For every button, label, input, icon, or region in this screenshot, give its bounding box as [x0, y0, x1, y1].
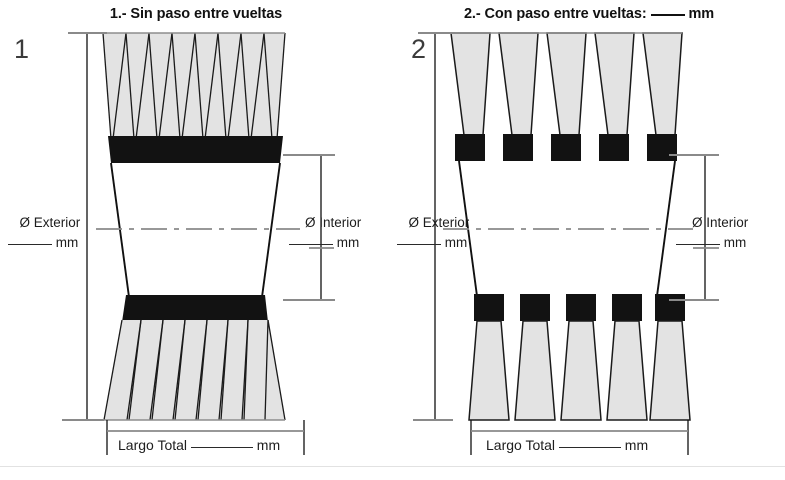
panel-1-exterior-unit: mm [55, 234, 79, 250]
panel-2-interior-dimension [669, 154, 719, 301]
panel-2-length-name: Largo Total [486, 437, 556, 453]
panel-1-left-dimension [62, 32, 107, 421]
panel-2-upper-end-blocks [455, 134, 677, 161]
panel-2-title: 2.- Con paso entre vueltas: mm [393, 6, 785, 22]
panel-1-interior-label: Ø Interior mm [289, 213, 361, 252]
panel-1-lower-end-block [122, 295, 268, 322]
footer-divider [0, 466, 785, 467]
panel-2-interior-blank[interactable] [676, 243, 720, 245]
panel-1-length-dimension [106, 420, 305, 455]
panel-2-interior-name: Ø Interior [691, 215, 749, 230]
panel-2-exterior-name: Ø Exterior [408, 215, 470, 230]
panel-2-title-suffix: mm [688, 6, 715, 22]
spring-diagram-panel-2: 2.- Con paso entre vueltas: mm 2 [393, 0, 785, 480]
panel-2-title-blank[interactable] [650, 14, 685, 16]
panel-2-lower-coil-group [468, 320, 691, 421]
panel-2-exterior-unit: mm [444, 234, 468, 250]
panel-2-length-unit: mm [624, 437, 649, 453]
panel-1-upper-coil-group [102, 32, 286, 140]
panel-2-index-number: 2 [411, 34, 427, 64]
panel-1-length-unit: mm [256, 437, 281, 453]
panel-1-exterior-blank[interactable] [8, 243, 52, 245]
panel-1-interior-value-row: mm [289, 233, 361, 253]
panel-1-title: 1.- Sin paso entre vueltas [109, 6, 283, 22]
panel-1-length-blank[interactable] [190, 447, 253, 448]
panel-1-interior-blank[interactable] [289, 243, 333, 245]
panel-1-interior-dimension [283, 154, 335, 301]
panel-2-interior-value-row: mm [676, 233, 748, 253]
panel-1-interior-name: Ø Interior [304, 215, 362, 230]
panel-2-length-label: Largo Total mm [486, 437, 648, 453]
panel-2-upper-coil-group [450, 32, 683, 136]
panel-2-interior-label: Ø Interior mm [676, 213, 748, 252]
panel-2-interior-unit: mm [723, 234, 747, 250]
spring-diagram-panel-1: 1.- Sin paso entre vueltas 1 [0, 0, 392, 480]
panel-1-length-label: Largo Total mm [118, 437, 280, 453]
panel-1-exterior-label: Ø Exterior mm [8, 213, 80, 252]
panel-1-length-name: Largo Total [118, 437, 188, 453]
panel-1-drawing [62, 32, 335, 455]
panel-1-body-outline [110, 162, 281, 298]
panel-1-interior-unit: mm [336, 234, 360, 250]
panel-2-drawing [413, 32, 719, 455]
panel-1-exterior-name: Ø Exterior [19, 215, 81, 230]
panel-2-length-blank[interactable] [558, 447, 621, 448]
panel-1-index-number: 1 [14, 34, 30, 64]
panel-1-lower-coil-group [103, 319, 286, 421]
panel-2-length-dimension [470, 420, 689, 455]
panel-2-exterior-label: Ø Exterior mm [397, 213, 469, 252]
panel-2-title-prefix: 2.- Con paso entre vueltas: [463, 6, 647, 22]
panel-2-left-dimension [413, 32, 455, 421]
panel-2-exterior-blank[interactable] [397, 243, 441, 245]
panel-2-lower-end-blocks [474, 294, 685, 321]
panel-1-exterior-value-row: mm [8, 233, 80, 253]
panel-1-upper-end-block [108, 136, 283, 163]
panel-2-exterior-value-row: mm [397, 233, 469, 253]
